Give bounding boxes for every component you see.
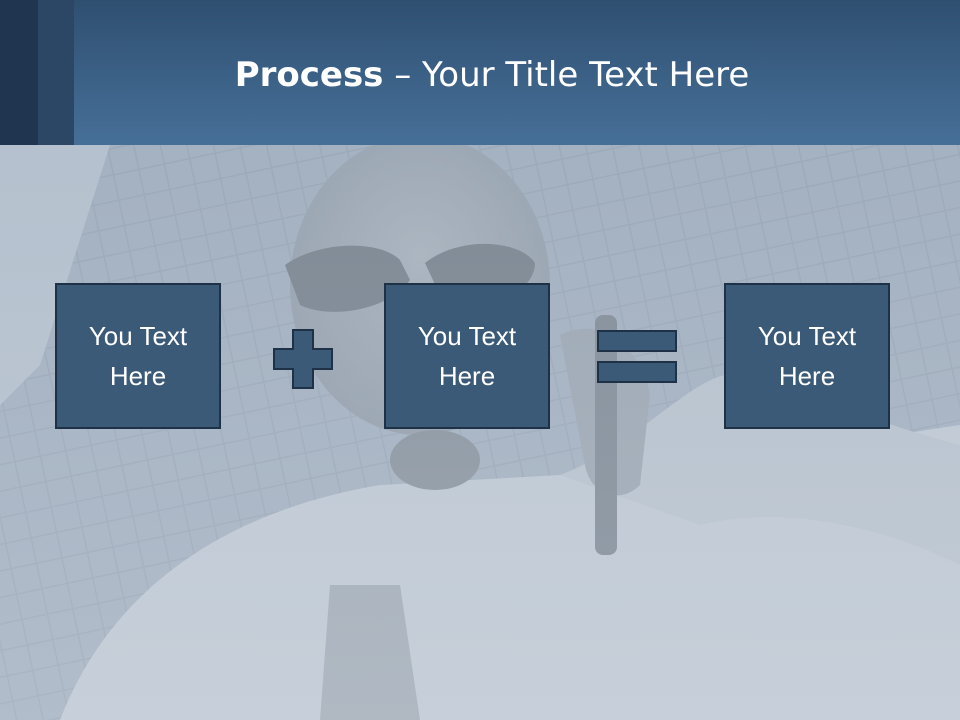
process-box-2-text: You Text Here: [417, 321, 517, 391]
process-box-3[interactable]: You Text Here: [724, 283, 890, 429]
header-accent-stripe: [0, 0, 38, 145]
title-header-band: Process – Your Title Text Here: [0, 0, 960, 145]
slide-title: Process – Your Title Text Here: [0, 52, 960, 98]
process-box-3-text: You Text Here: [757, 321, 857, 391]
equals-icon: [597, 330, 677, 383]
title-bold-text: Process: [234, 55, 384, 95]
background-photo: [0, 145, 960, 720]
process-box-1-text: You Text Here: [88, 321, 188, 391]
process-box-1[interactable]: You Text Here: [55, 283, 221, 429]
title-rest-text: – Your Title Text Here: [383, 55, 750, 95]
process-box-2[interactable]: You Text Here: [384, 283, 550, 429]
plus-icon: [273, 329, 333, 389]
header-accent-stripe-secondary: [38, 0, 74, 145]
